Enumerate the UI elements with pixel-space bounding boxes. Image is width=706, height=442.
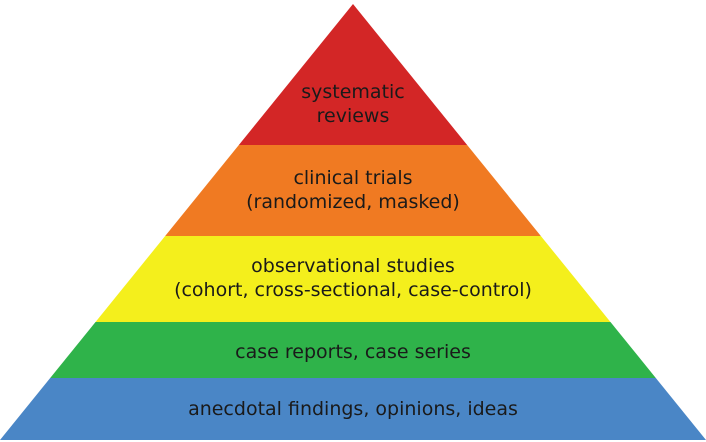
tier-3-line-2: (cohort, cross-sectional, case-control)	[174, 279, 532, 301]
tier-4-label: case reports, case series	[0, 340, 706, 364]
tier-1-line-1: systematic	[301, 81, 405, 103]
tier-1-line-2: reviews	[316, 105, 390, 127]
tier-2-line-1: clinical trials	[293, 167, 413, 189]
tier-1-label: systematic reviews	[0, 80, 706, 128]
tier-2-label: clinical trials (randomized, masked)	[0, 166, 706, 214]
tier-3-line-1: observational studies	[251, 255, 455, 277]
tier-1-band	[238, 4, 468, 145]
tier-3-label: observational studies (cohort, cross-sec…	[0, 254, 706, 302]
tier-5-line-1: anecdotal findings, opinions, ideas	[188, 398, 518, 420]
tier-5-band	[0, 378, 706, 440]
tier-4-line-1: case reports, case series	[235, 341, 471, 363]
tier-4-band	[50, 322, 656, 378]
tier-2-band	[165, 145, 541, 236]
tier-2-line-2: (randomized, masked)	[246, 191, 460, 213]
tier-5-label: anecdotal findings, opinions, ideas	[0, 397, 706, 421]
tier-3-band	[95, 236, 611, 322]
